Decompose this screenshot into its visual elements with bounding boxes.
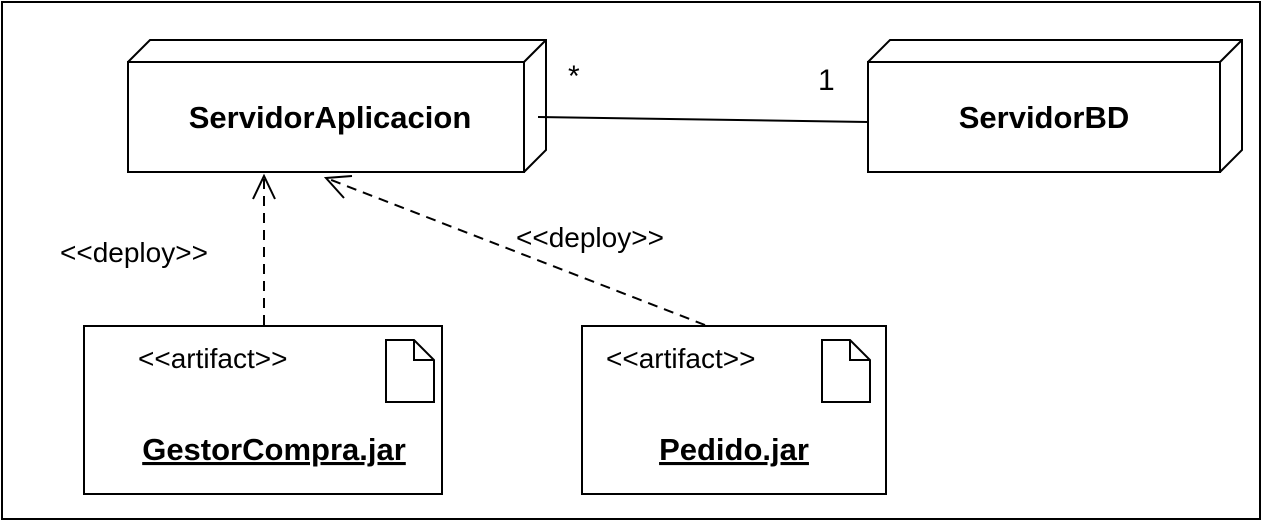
artifact-pedido[interactable]: <<artifact>> Pedido.jar [581,325,887,495]
deploy-dependency-pedido[interactable] [323,175,706,326]
node-servidor-aplicacion[interactable]: ServidorAplicacion [127,39,547,173]
artifact-name: GestorCompra.jar [142,432,406,467]
document-icon [821,339,871,403]
multiplicity-db: 1 [818,64,835,97]
artifact-stereotype: <<artifact>> [606,343,755,374]
deploy-label-gestorcompra: <<deploy>> [60,237,208,268]
association-line[interactable] [537,116,869,123]
multiplicity-app: * [568,60,580,93]
deploy-dependency-gestorcompra[interactable] [252,173,276,325]
deploy-label-pedido: <<deploy>> [516,222,664,253]
artifact-stereotype: <<artifact>> [138,343,287,374]
node-name-servidor-aplicacion: ServidorAplicacion [189,100,472,135]
document-icon [385,339,435,403]
artifact-name: Pedido.jar [659,432,809,467]
artifact-gestorcompra[interactable]: <<artifact>> GestorCompra.jar [83,325,443,495]
node-name-servidor-bd: ServidorBD [959,100,1130,135]
node-servidor-bd[interactable]: ServidorBD [867,39,1243,173]
